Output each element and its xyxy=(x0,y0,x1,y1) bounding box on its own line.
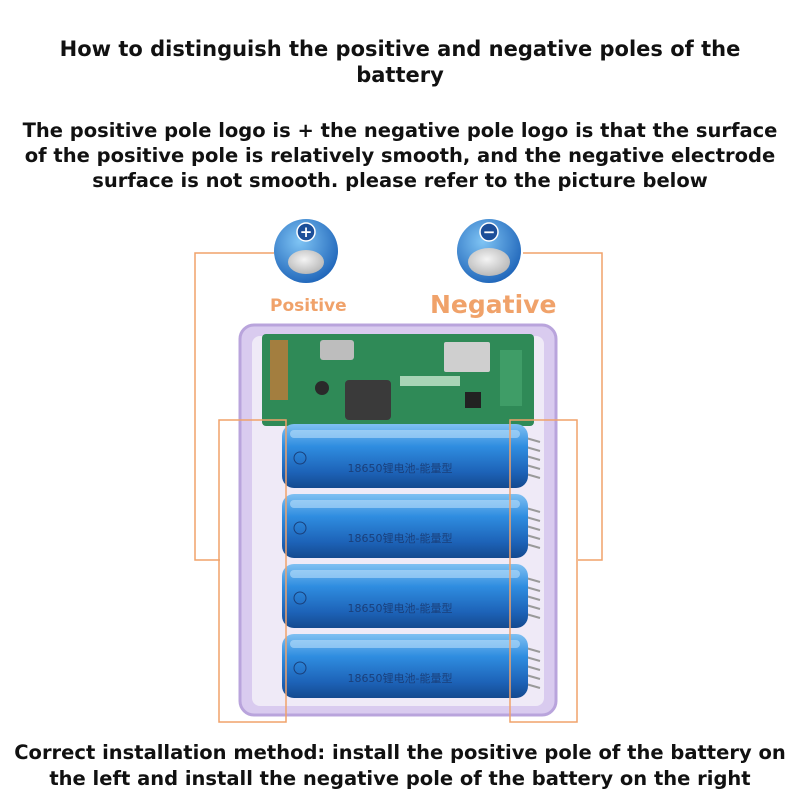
description-text: The positive pole logo is + the negative… xyxy=(22,119,778,192)
circuit-board xyxy=(262,334,534,426)
cell-marking: 18650锂电池-能量型 xyxy=(348,671,453,685)
cell-plus-mark xyxy=(293,591,307,605)
cell-body xyxy=(282,424,528,488)
spring-contact xyxy=(525,437,541,479)
cell-marking: 18650锂电池-能量型 xyxy=(348,461,453,475)
spring-contact xyxy=(525,507,541,549)
positive-side-box xyxy=(218,419,287,723)
cell-highlight xyxy=(290,430,520,438)
minus-icon: − xyxy=(483,223,496,241)
battery-cell: 18650锂电池-能量型 xyxy=(282,494,541,558)
spring-contact xyxy=(525,577,541,619)
installation-instructions: Correct installation method: install the… xyxy=(14,741,786,790)
cell-body xyxy=(282,564,528,628)
cell-marking: 18650锂电池-能量型 xyxy=(348,531,453,545)
battery-cells: 18650锂电池-能量型 18650锂电池-能量型 18650锂电池-能量型 1865… xyxy=(282,424,541,698)
page-title: How to distinguish the positive and nega… xyxy=(59,37,741,87)
cell-highlight xyxy=(290,500,520,508)
battery-cell: 18650锂电池-能量型 xyxy=(282,564,541,628)
negative-label: Negative xyxy=(430,290,557,319)
spring-contact xyxy=(525,647,541,689)
cell-plus-mark xyxy=(293,451,307,465)
cell-marking: 18650锂电池-能量型 xyxy=(348,601,453,615)
positive-label: Positive xyxy=(270,296,347,316)
plus-icon: + xyxy=(300,223,313,241)
cell-highlight xyxy=(290,640,520,648)
battery-cell: 18650锂电池-能量型 xyxy=(282,634,541,698)
highlight-boxes xyxy=(218,419,578,723)
negative-side-box xyxy=(509,419,578,723)
cell-plus-mark xyxy=(293,521,307,535)
cell-body xyxy=(282,634,528,698)
positive-coin-cell: + xyxy=(274,219,338,283)
negative-coin-cell: − xyxy=(457,219,521,283)
leader-lines xyxy=(194,252,603,561)
battery-cell: 18650锂电池-能量型 xyxy=(282,424,541,488)
cell-plus-mark xyxy=(293,661,307,675)
cell-body xyxy=(282,494,528,558)
cell-highlight xyxy=(290,570,520,578)
